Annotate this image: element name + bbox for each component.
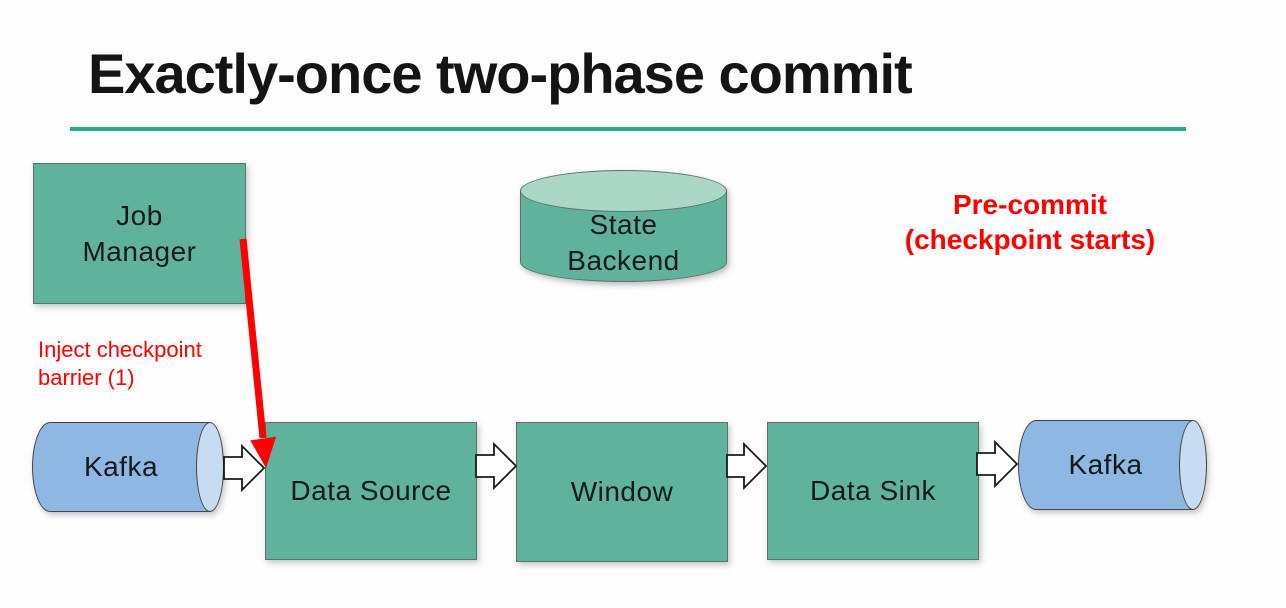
kafka-cylinder-cap <box>196 422 224 512</box>
window-label: Window <box>570 476 674 507</box>
node-data-source: Data Source <box>265 422 477 560</box>
kafka-cylinder-body <box>32 422 210 512</box>
node-window: Window <box>516 422 728 562</box>
slide-title: Exactly-once two-phase commit <box>88 42 913 105</box>
checkpoint-barrier-arrow-line <box>239 238 267 439</box>
phase-annotation: Pre-commit (checkpoint starts) <box>904 189 1156 255</box>
kafka-source-label: Kafka <box>83 451 159 482</box>
flow-arrow-sink-to-kafka-icon <box>976 439 1019 489</box>
kafka-cylinder-body <box>1018 420 1193 510</box>
node-data-sink: Data Sink <box>767 422 979 560</box>
data-sink-label: Data Sink <box>810 475 936 506</box>
flow-arrow-source-to-window-icon <box>475 441 518 491</box>
cylinder-top-ellipse <box>520 170 727 212</box>
data-source-label: Data Source <box>290 475 452 506</box>
job-manager-label: Job Manager <box>82 199 197 267</box>
flow-arrow-kafka-to-source-icon <box>223 443 266 493</box>
node-kafka-source: Kafka <box>32 422 224 512</box>
title-underline <box>70 127 1186 131</box>
inject-barrier-annotation: Inject checkpoint barrier (1) <box>38 337 202 390</box>
kafka-sink-label: Kafka <box>1068 449 1143 480</box>
node-state-backend: State Backend <box>520 170 727 282</box>
flow-arrow-window-to-sink-icon <box>726 441 768 491</box>
node-job-manager: Job Manager <box>33 163 246 304</box>
node-kafka-sink: Kafka <box>1018 420 1207 510</box>
kafka-cylinder-cap <box>1179 420 1207 510</box>
state-backend-label: State Backend <box>567 209 680 276</box>
